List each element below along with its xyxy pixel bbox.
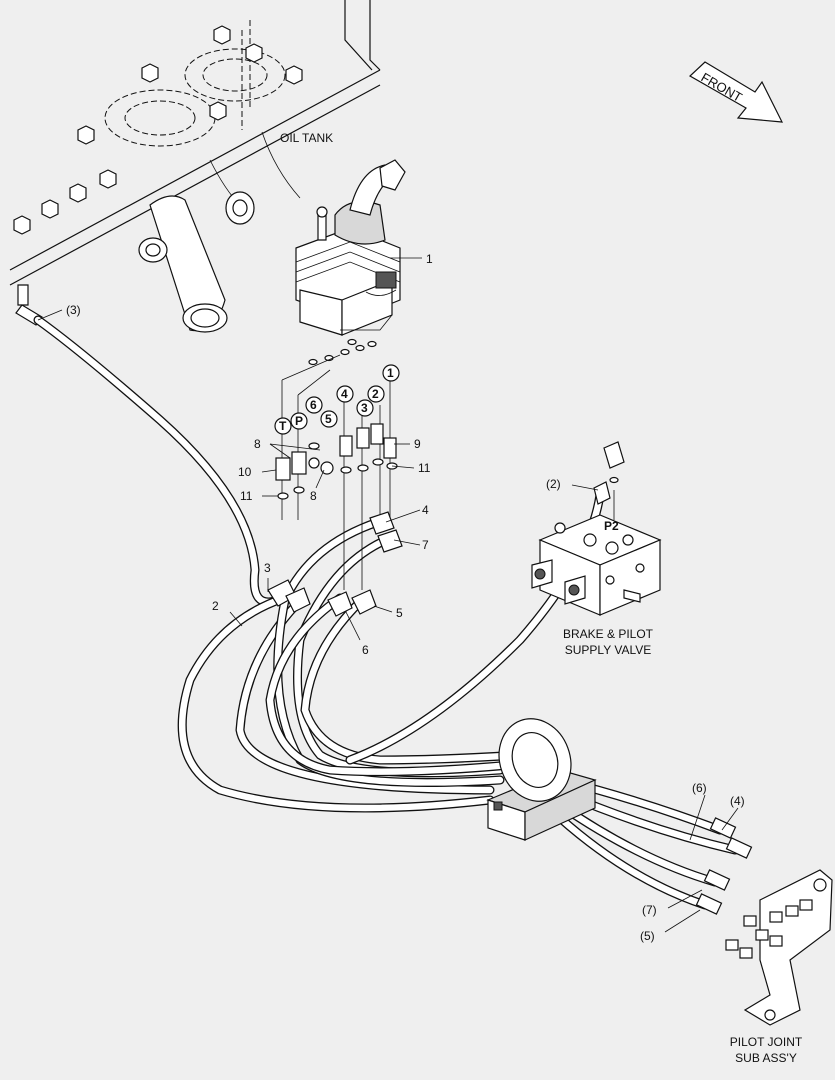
callout-5: 5 <box>396 606 403 620</box>
pilot-joint-hose-ends <box>695 817 753 915</box>
port-4: 4 <box>341 387 348 401</box>
leader-lines <box>37 257 739 933</box>
callout-8-upper: 8 <box>254 437 261 451</box>
callout-hose-4: (4) <box>730 794 745 808</box>
joystick-port-fittings <box>267 338 403 617</box>
brake-valve-label-line2: SUPPLY VALVE <box>565 643 652 657</box>
port-p: P <box>295 414 303 428</box>
callout-2: 2 <box>212 599 219 613</box>
callout-10: 10 <box>238 465 252 479</box>
callout-hose-6: (6) <box>692 781 707 795</box>
callout-3: 3 <box>264 561 271 575</box>
hoses <box>33 315 740 910</box>
pilot-joint-sub-assy <box>725 869 833 1026</box>
port-p-circle <box>290 412 308 430</box>
pilot-joint-label-line1: PILOT JOINT <box>730 1035 803 1049</box>
port-1: 1 <box>387 366 394 380</box>
port-2-circle <box>367 385 385 403</box>
callout-hose-5: (5) <box>640 929 655 943</box>
oil-tank-label: OIL TANK <box>280 131 333 145</box>
port-t: T <box>279 419 287 433</box>
callouts: 1 (3) (2) 3 4 7 5 6 2 8 8 9 10 11 11 (6)… <box>66 252 745 943</box>
port-3: 3 <box>361 401 368 415</box>
port-2: 2 <box>372 387 379 401</box>
tank-bolts <box>13 25 303 235</box>
port-6: 6 <box>310 398 317 412</box>
callout-8-lower: 8 <box>310 489 317 503</box>
brake-valve-label-line1: BRAKE & PILOT <box>563 627 654 641</box>
port-t-circle <box>274 417 292 435</box>
port-5: 5 <box>325 412 332 426</box>
port-markers: T P 6 5 4 3 2 1 <box>274 364 400 435</box>
callout-4: 4 <box>422 503 429 517</box>
pilot-joint-fittings <box>725 899 813 959</box>
port-6-circle <box>305 396 323 414</box>
callout-hose-2-brake: (2) <box>546 477 561 491</box>
oil-tank <box>9 0 381 333</box>
suction-pipe <box>138 191 255 333</box>
callout-7: 7 <box>422 538 429 552</box>
pilot-joystick-valve <box>295 159 406 336</box>
callout-hose-7: (7) <box>642 903 657 917</box>
port-5-circle <box>320 410 338 428</box>
callout-9: 9 <box>414 437 421 451</box>
port-1-circle <box>382 364 400 382</box>
port-3-circle <box>356 399 374 417</box>
front-direction-arrow: FRONT <box>688 61 784 123</box>
hose-clamp <box>486 718 597 841</box>
brake-pilot-supply-valve <box>531 441 662 616</box>
callout-11-right: 11 <box>418 461 431 475</box>
electrical-connector <box>365 271 397 296</box>
port-4-circle <box>336 385 354 403</box>
callout-hose-3: (3) <box>66 303 81 317</box>
pilot-joint-label-line2: SUB ASS'Y <box>735 1051 797 1065</box>
callout-1: 1 <box>426 252 433 266</box>
p2-port-label: P2 <box>604 519 619 533</box>
callout-11-left: 11 <box>240 489 253 503</box>
callout-6: 6 <box>362 643 369 657</box>
